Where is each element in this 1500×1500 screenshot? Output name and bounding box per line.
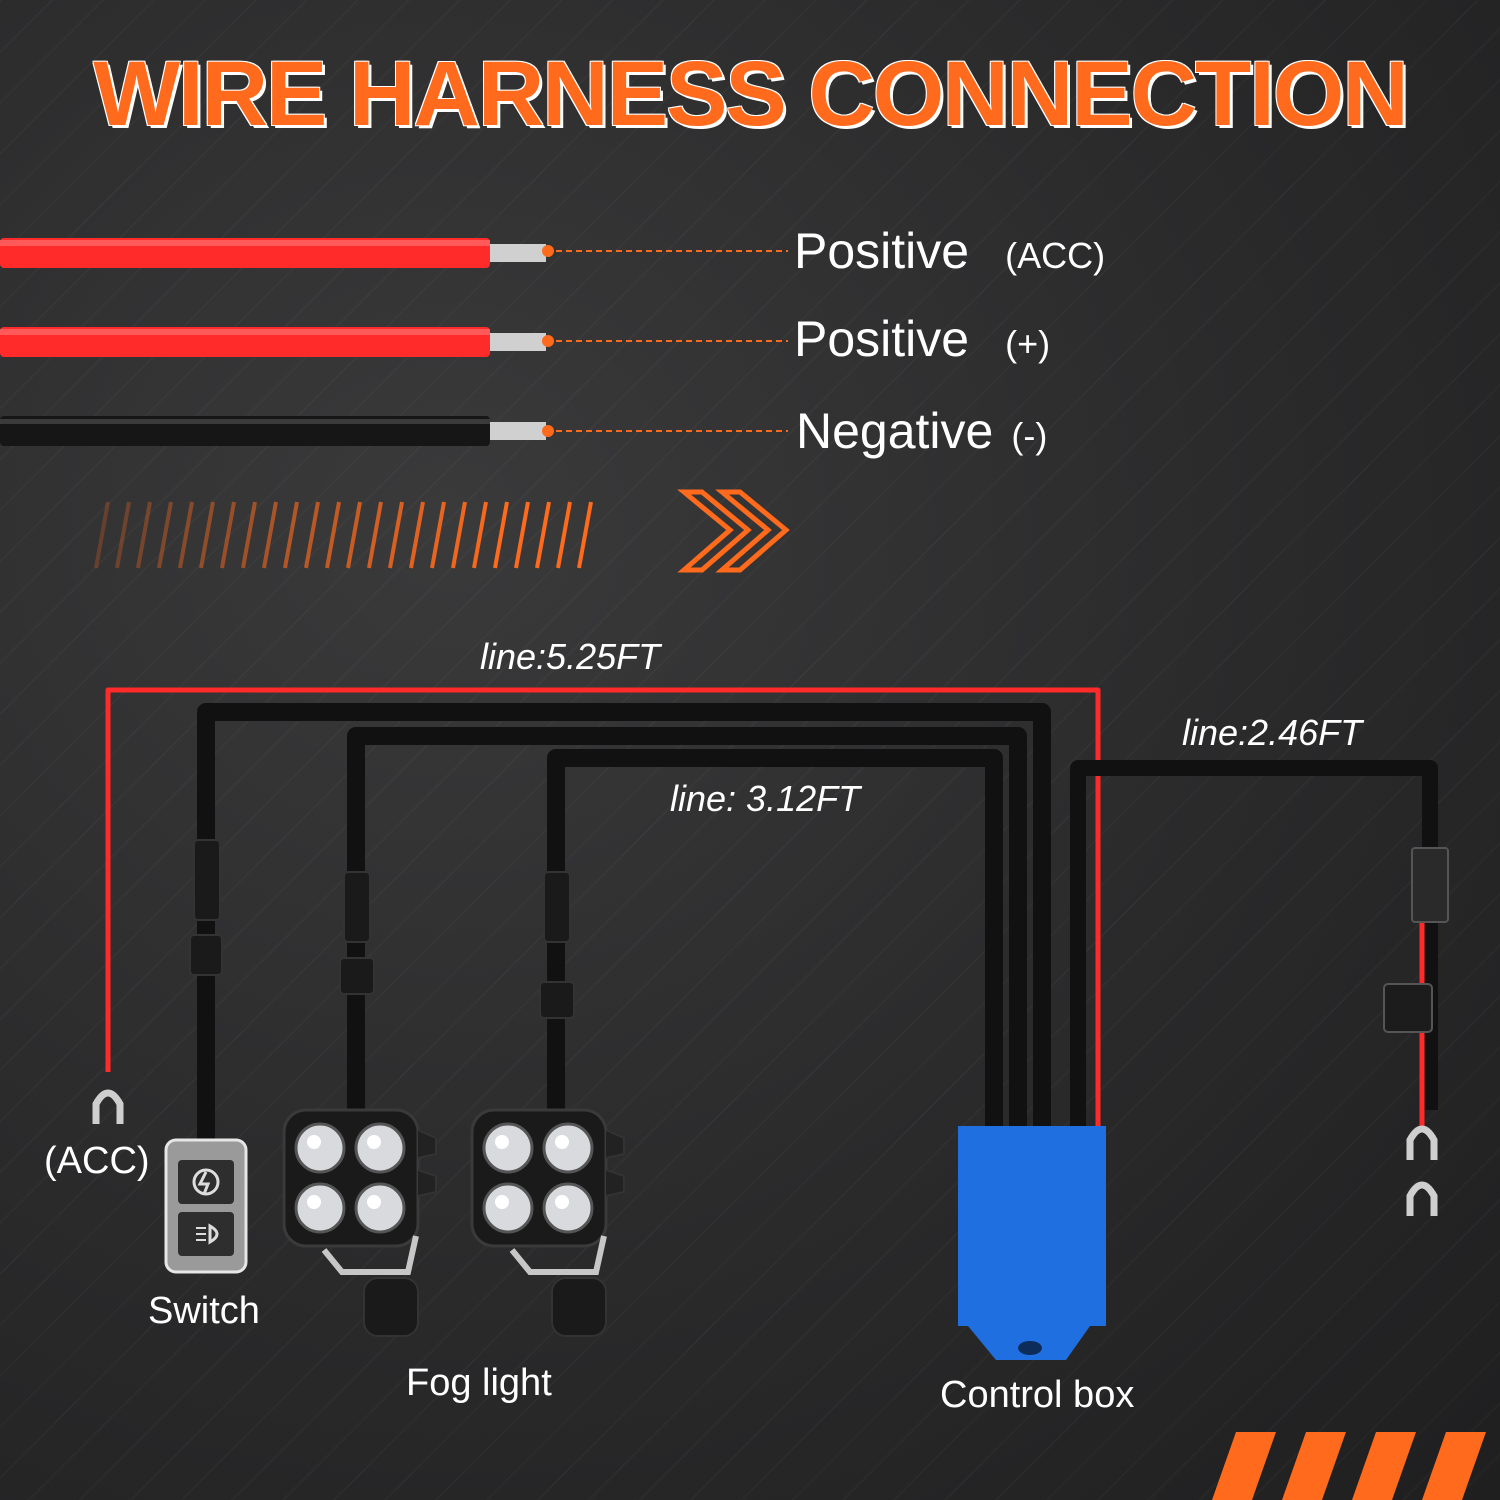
legend-wire-positive [0,327,788,357]
length-label-battery: line:2.46FT [1182,712,1363,753]
stripe-line [262,501,278,569]
page-title: WIRE HARNESS CONNECTION [93,43,1409,145]
fork-terminal-positive-icon [1406,1125,1438,1160]
orange-corner-stripes-decoration [1212,1432,1486,1500]
cable-connectors [189,839,575,1019]
legend-wire-acc [0,238,788,268]
legend-wire-negative [0,416,788,446]
fork-terminal-acc-icon [92,1089,124,1124]
fog-light-label: Fog light [406,1362,552,1404]
stripe-line [136,501,152,569]
length-label-lights: line: 3.12FT [670,778,861,819]
stripe-line [220,501,236,569]
stripe-line [241,501,257,569]
fog-light-left-icon [282,1108,437,1337]
wire-label-negative: Negative (-) [796,402,1047,460]
stripe-line [451,501,467,569]
stripe-line [199,501,215,569]
stripe-line [535,501,551,569]
fog-light-right-icon [470,1108,625,1337]
stripe-line [325,501,341,569]
stripe-line [577,501,593,569]
stripe-line [304,501,320,569]
stripe-line [493,501,509,569]
stripe-line [367,501,383,569]
stripe-line [556,501,572,569]
stripe-line [157,501,173,569]
stripe-line [514,501,530,569]
stripe-line [409,501,425,569]
wire-label-tag: (ACC) [1005,235,1106,276]
stripe-line [388,501,404,569]
stripe-line [472,501,488,569]
control-box-icon [958,1126,1106,1360]
fuse-holder [1383,847,1449,1033]
switch-label: Switch [148,1290,260,1332]
stripe-line [115,501,131,569]
wire-label-tag: (-) [1011,415,1048,456]
stripe-line [94,501,110,569]
wire-label-main: Negative [796,403,994,459]
control-box-label: Control box [940,1374,1135,1416]
length-label-main: line:5.25FT [480,636,661,677]
chevron-right-icon [677,489,790,573]
acc-label: (ACC) [44,1140,150,1182]
wire-label-main: Positive [794,311,970,367]
wire-label-acc: Positive (ACC) [794,222,1105,280]
harness-wiring [105,687,1438,1140]
orange-stripes-decoration [94,501,593,569]
fork-terminal-negative-icon [1406,1181,1438,1216]
stripe-line [430,501,446,569]
wire-label-tag: (+) [1005,323,1051,364]
stripe-line [283,501,299,569]
wire-label-main: Positive [794,223,970,279]
wire-label-positive: Positive (+) [794,310,1050,368]
stripe-line [178,501,194,569]
switch-icon [164,1138,248,1274]
stripe-line [346,501,362,569]
